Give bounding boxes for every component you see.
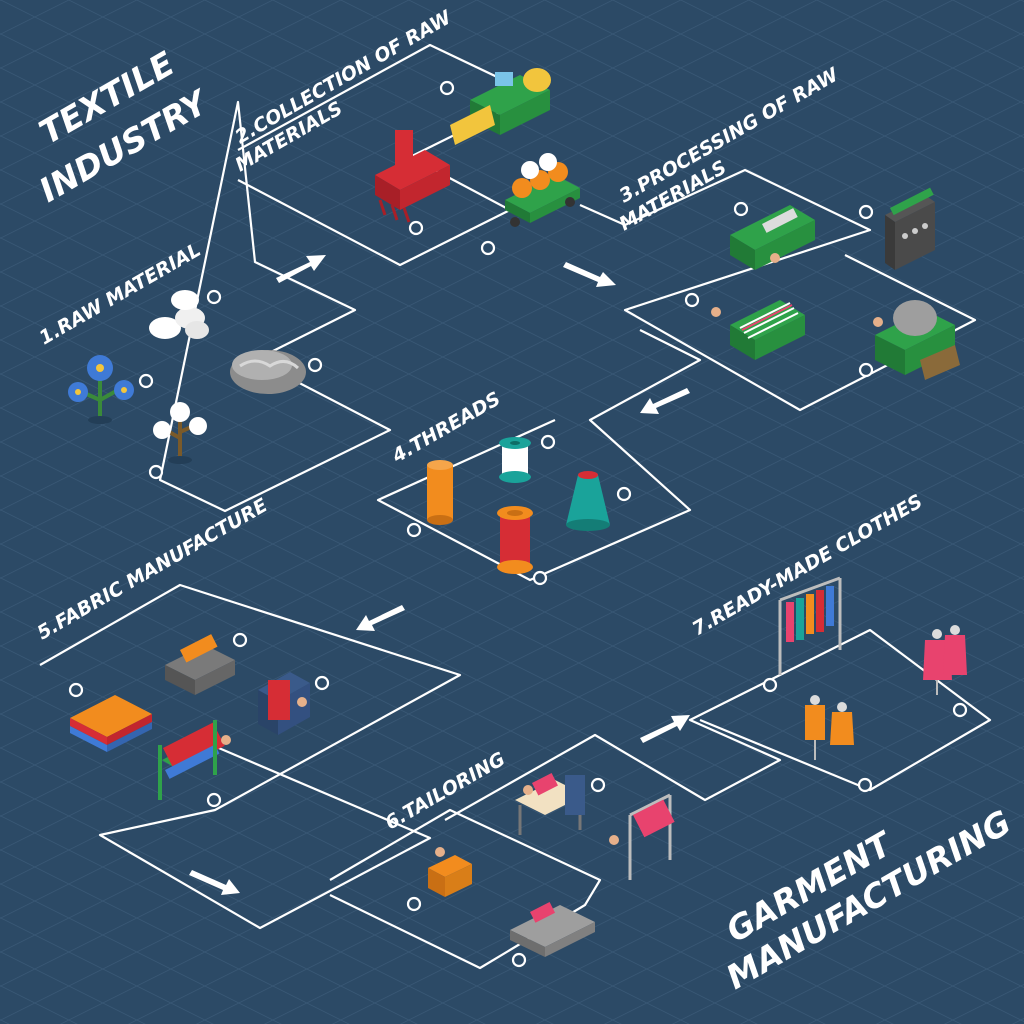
connector-node bbox=[480, 240, 496, 256]
flax-flower-icon bbox=[68, 355, 134, 424]
connector-node bbox=[148, 464, 164, 480]
cotton-plant-icon bbox=[153, 402, 207, 464]
spool-icon bbox=[427, 460, 453, 525]
bale-trailer-icon bbox=[505, 153, 580, 227]
connector-node bbox=[590, 777, 606, 793]
connector-node bbox=[138, 373, 154, 389]
connector-node bbox=[406, 522, 422, 538]
weaving-machine-icon bbox=[711, 300, 805, 360]
connector-node bbox=[762, 677, 778, 693]
spinning-machine-icon bbox=[885, 187, 935, 270]
mannequin-icon bbox=[805, 695, 854, 760]
weaving-machine-icon bbox=[158, 720, 231, 800]
red-harvester-icon bbox=[375, 130, 450, 223]
carding-machine-icon bbox=[873, 300, 960, 380]
sewing-machine-icon bbox=[515, 773, 585, 835]
mannequin-icon bbox=[923, 625, 967, 695]
connector-node bbox=[857, 777, 873, 793]
connector-node bbox=[206, 289, 222, 305]
connector-node bbox=[206, 792, 222, 808]
connector-node bbox=[406, 896, 422, 912]
clothes-rack-icon bbox=[609, 793, 675, 880]
connector-node bbox=[858, 204, 874, 220]
arrow-icon bbox=[563, 262, 616, 287]
connector-node bbox=[684, 292, 700, 308]
clothes-rack-icon bbox=[778, 576, 842, 675]
connector-node bbox=[68, 682, 84, 698]
box-raw-material bbox=[158, 100, 392, 513]
arrow-icon bbox=[640, 388, 690, 414]
connector-node bbox=[408, 220, 424, 236]
box-tailoring bbox=[329, 808, 602, 970]
spool-icon bbox=[499, 437, 531, 483]
connector-node bbox=[540, 434, 556, 450]
connector-node bbox=[439, 80, 455, 96]
sewing-machine-icon bbox=[258, 672, 310, 735]
connector-nodes bbox=[68, 80, 968, 968]
green-loom-icon bbox=[730, 205, 815, 270]
sewing-machine-icon bbox=[428, 847, 472, 897]
arrow-icon bbox=[356, 605, 405, 631]
connector-node bbox=[952, 702, 968, 718]
connector-node bbox=[733, 201, 749, 217]
wool-fleece-icon bbox=[230, 350, 306, 394]
cotton-balls-icon bbox=[149, 290, 209, 339]
arrow-icon bbox=[276, 255, 326, 283]
box-fabric bbox=[39, 583, 462, 930]
sewing-machine-icon bbox=[165, 634, 235, 695]
connector-node bbox=[511, 952, 527, 968]
box-clothes bbox=[444, 628, 992, 821]
arrow-icon bbox=[640, 715, 690, 743]
sewing-machine-icon bbox=[510, 902, 595, 957]
connector-node bbox=[307, 357, 323, 373]
connector-node bbox=[314, 675, 330, 691]
box-threads bbox=[376, 329, 702, 582]
combine-harvester-icon bbox=[450, 68, 551, 145]
flow-arrows bbox=[189, 255, 690, 895]
spool-icon bbox=[566, 471, 610, 531]
arrow-icon bbox=[189, 870, 240, 895]
fabric-stack-icon bbox=[70, 695, 152, 752]
spool-icon bbox=[497, 506, 533, 574]
connector-node bbox=[532, 570, 548, 586]
connector-node bbox=[232, 632, 248, 648]
connector-node bbox=[616, 486, 632, 502]
connector-node bbox=[858, 362, 874, 378]
